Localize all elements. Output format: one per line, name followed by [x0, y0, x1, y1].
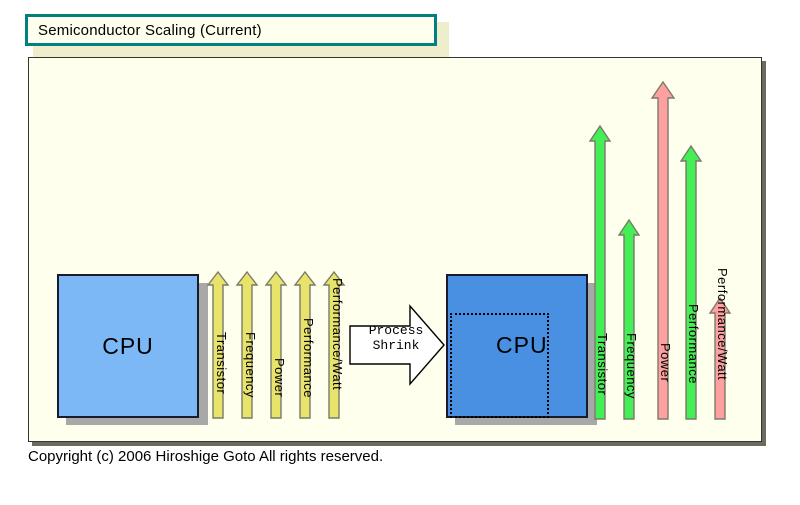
arrow-before-performance-per-watt: Performance/Watt [322, 270, 346, 420]
cpu-shrunk-die-outline [450, 313, 549, 418]
arrow-label-frequency-after: Frequency [624, 333, 639, 399]
arrow-label-performance-per-watt-after: Performance/Watt [715, 268, 730, 381]
arrow-after-performance-per-watt: Performance/Watt [708, 268, 732, 421]
arrow-label-transistor-before: Transistor [214, 332, 229, 395]
cpu-block-before: CPU [57, 274, 199, 418]
arrow-label-frequency-before: Frequency [243, 332, 258, 398]
process-shrink-label: Process Shrink [360, 323, 432, 353]
arrow-before-power: Power [264, 270, 288, 420]
arrow-label-power-after: Power [658, 343, 673, 383]
arrow-label-performance-before: Performance [301, 318, 316, 398]
arrow-after-frequency: Frequency [617, 218, 641, 421]
arrow-after-performance: Performance [679, 144, 703, 421]
copyright-notice: Copyright (c) 2006 Hiroshige Goto All ri… [28, 448, 384, 465]
arrow-label-performance-per-watt-before: Performance/Watt [330, 278, 345, 391]
process-shrink-line2: Shrink [372, 338, 420, 353]
page-title: Semiconductor Scaling (Current) [38, 22, 262, 39]
arrow-label-performance-after: Performance [686, 304, 701, 384]
process-shrink-line1: Process [368, 323, 424, 338]
arrow-after-power: Power [650, 80, 676, 421]
arrow-before-performance: Performance [293, 270, 317, 420]
cpu-left-label: CPU [102, 332, 154, 359]
arrow-after-transistor: Transistor [588, 124, 612, 421]
slide-title-box: Semiconductor Scaling (Current) [25, 14, 437, 46]
arrow-label-transistor-after: Transistor [595, 333, 610, 396]
cpu-block-after: CPU [446, 274, 588, 418]
arrow-before-frequency: Frequency [235, 270, 259, 420]
cpu-right-label: CPU [496, 332, 548, 358]
process-shrink-arrow [348, 304, 446, 391]
arrow-before-transistor: Transistor [206, 270, 230, 420]
arrow-label-power-before: Power [272, 358, 287, 398]
